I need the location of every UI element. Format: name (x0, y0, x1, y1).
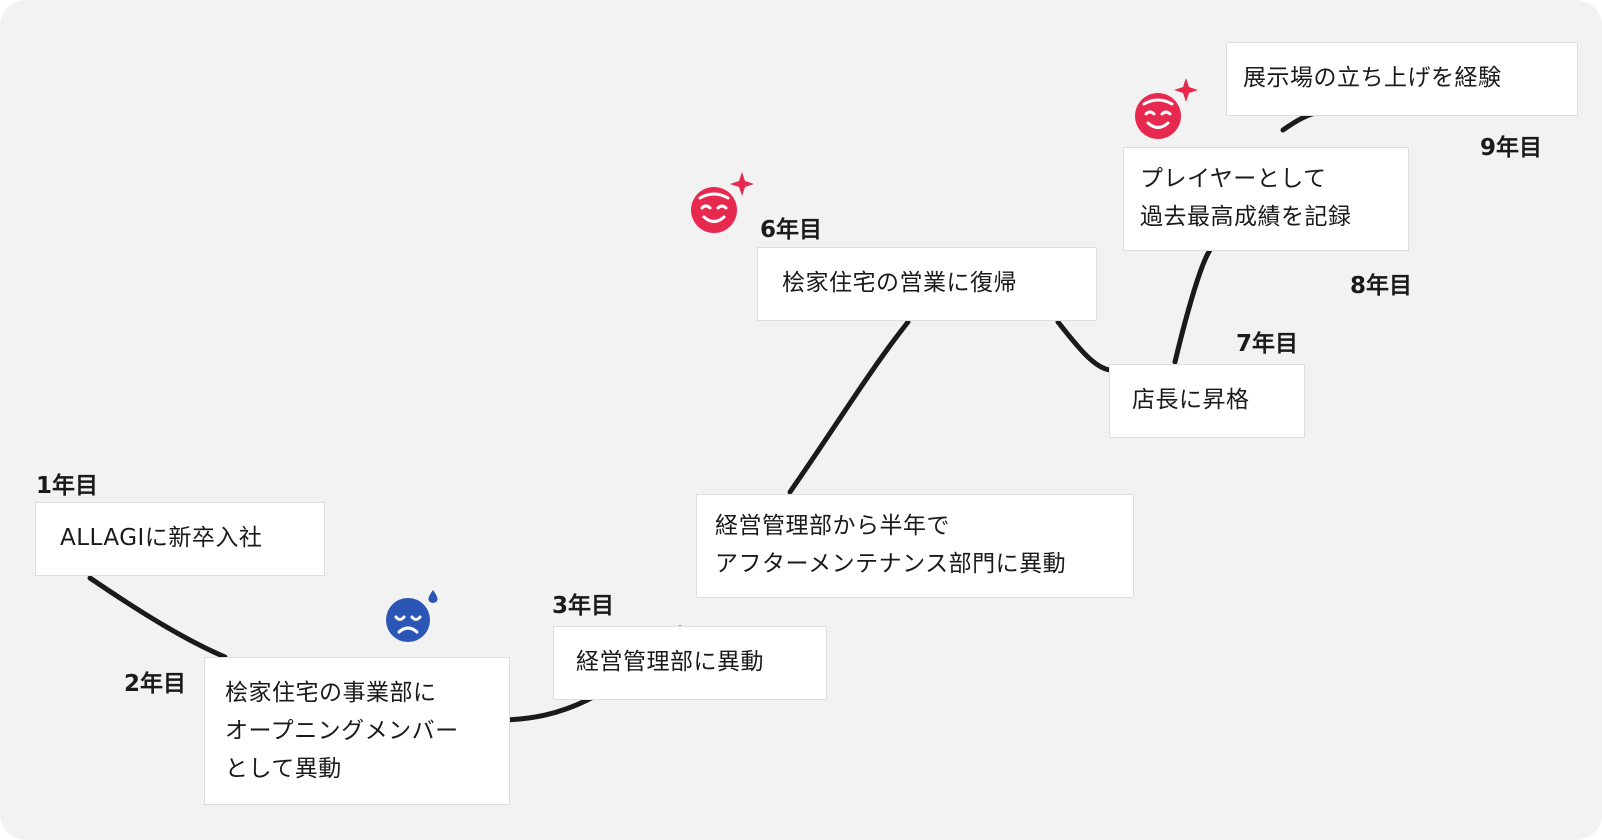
milestone-box-3: 経営管理部に異動 (553, 626, 827, 700)
milestone-box-2: 桧家住宅の事業部に オープニングメンバー として異動 (204, 657, 510, 805)
milestone-box-1: ALLAGIに新卒入社 (35, 502, 325, 576)
sad-face-sweat-icon (386, 590, 438, 642)
year-label-7: 7年目 (1236, 331, 1299, 357)
year-label-8: 8年目 (1350, 273, 1413, 299)
year-label-3: 3年目 (552, 593, 615, 619)
milestone-box-9: 展示場の立ち上げを経験 (1226, 42, 1578, 116)
milestone-text: 経営管理部から半年で (715, 513, 950, 539)
milestone-box-8: プレイヤーとして 過去最高成績を記録 (1123, 147, 1409, 251)
happy-face-sparkle-icon (691, 172, 754, 233)
milestone-text: 店長に昇格 (1132, 387, 1250, 413)
milestone-text: 過去最高成績を記録 (1140, 204, 1352, 230)
milestone-text: 展示場の立ち上げを経験 (1243, 65, 1502, 91)
milestone-box-4: 経営管理部から半年で アフターメンテナンス部門に異動 (696, 494, 1134, 598)
milestone-box-6: 桧家住宅の営業に復帰 (757, 247, 1097, 321)
milestone-text: ALLAGIに新卒入社 (60, 525, 263, 551)
milestone-text: 経営管理部に異動 (576, 649, 764, 675)
milestone-text: として異動 (225, 756, 342, 782)
milestone-text: オープニングメンバー (225, 718, 459, 744)
year-label-2: 2年目 (124, 671, 187, 697)
milestone-text: プレイヤーとして (1140, 166, 1327, 192)
year-label-9: 9年目 (1480, 135, 1543, 161)
happy-face-sparkle-icon (1135, 78, 1198, 139)
year-label-6: 6年目 (760, 217, 823, 243)
year-label-1: 1年目 (36, 473, 99, 499)
milestone-text: アフターメンテナンス部門に異動 (715, 551, 1067, 577)
milestone-text: 桧家住宅の営業に復帰 (782, 270, 1017, 296)
milestone-box-7: 店長に昇格 (1109, 364, 1305, 438)
milestone-text: 桧家住宅の事業部に (225, 680, 437, 706)
